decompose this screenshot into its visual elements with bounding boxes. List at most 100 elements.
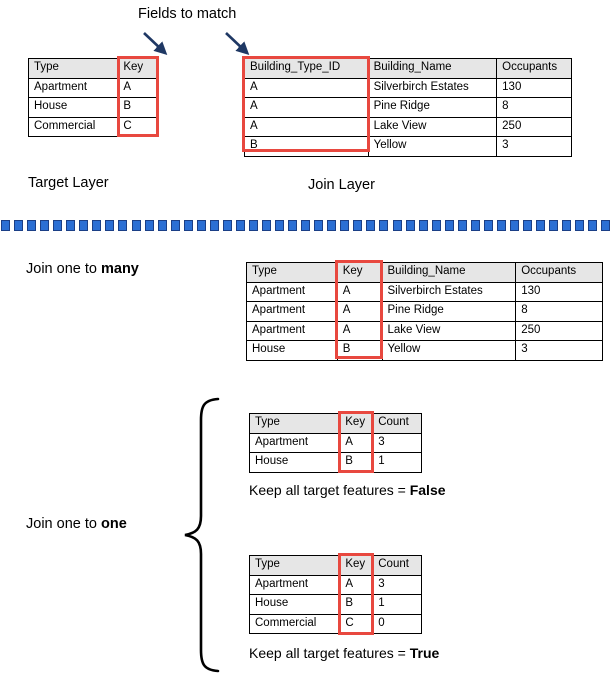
divider-dash <box>470 220 480 231</box>
divider-dash <box>92 220 102 231</box>
divider-dash <box>222 220 232 231</box>
cell-0: Apartment <box>248 432 341 453</box>
cell-3: 8 <box>515 301 603 322</box>
cell-2: 130 <box>496 77 572 98</box>
cell-1: A <box>336 320 383 341</box>
arrow-to-join-key-icon <box>225 32 250 55</box>
cell-0: Commercial <box>27 116 119 137</box>
column-header-2: Count <box>372 555 422 576</box>
cell-0: House <box>27 97 119 118</box>
divider-dash <box>523 220 532 231</box>
keep-all-true-prefix: Keep all target features = <box>249 645 410 661</box>
section-divider <box>0 220 613 231</box>
divider-dash <box>105 220 115 231</box>
divider-dash <box>1 220 10 231</box>
divider-dash <box>40 220 50 231</box>
cell-2: Lake View <box>381 320 517 341</box>
column-header-1: Key <box>117 58 157 79</box>
column-header-0: Building_Type_ID <box>244 58 369 79</box>
cell-1: B <box>339 594 374 615</box>
arrow-to-target-key-icon <box>143 32 168 55</box>
cell-2: 8 <box>496 97 572 118</box>
divider-dash <box>262 220 271 231</box>
join-one-to-many-label: Join one to many <box>26 262 139 277</box>
cell-1: A <box>336 281 383 302</box>
cell-2: 3 <box>496 136 572 157</box>
divider-dash <box>431 220 441 231</box>
cell-1: A <box>117 77 157 98</box>
divider-dash <box>288 220 298 231</box>
divider-dash <box>496 220 506 231</box>
column-header-2: Occupants <box>496 58 572 79</box>
cell-2: Pine Ridge <box>381 301 517 322</box>
cell-2: 3 <box>372 574 422 595</box>
divider-dash <box>536 220 546 231</box>
cell-1: Yellow <box>367 136 498 157</box>
join-one-to-many-prefix: Join one to <box>26 261 101 277</box>
target-layer-caption: Target Layer <box>28 175 109 191</box>
column-header-3: Occupants <box>515 262 603 283</box>
divider-dash <box>118 220 128 231</box>
divider-dash <box>601 220 611 231</box>
cell-2: 0 <box>372 613 422 634</box>
column-header-0: Type <box>248 555 341 576</box>
column-header-1: Key <box>339 413 374 434</box>
divider-dash <box>575 220 585 231</box>
divider-dash <box>301 220 311 231</box>
divider-dash <box>209 220 219 231</box>
cell-2: 3 <box>372 432 422 453</box>
join-layer-caption: Join Layer <box>308 177 375 193</box>
divider-dash <box>549 220 559 231</box>
cell-0: Apartment <box>27 77 119 98</box>
divider-dash <box>196 220 206 231</box>
divider-dash <box>248 220 258 231</box>
divider-dash <box>314 220 324 231</box>
column-header-2: Building_Name <box>381 262 517 283</box>
column-header-1: Key <box>339 555 374 576</box>
cell-0: A <box>244 97 369 118</box>
divider-dash <box>418 220 428 231</box>
keep-all-false-value: False <box>409 482 446 498</box>
cell-0: House <box>246 340 338 361</box>
one-to-one-brace-icon <box>184 397 220 673</box>
cell-0: A <box>244 77 369 98</box>
cell-0: Apartment <box>246 281 338 302</box>
divider-dash <box>392 220 402 231</box>
cell-1: C <box>117 116 157 137</box>
cell-0: Apartment <box>248 574 341 595</box>
divider-dash <box>144 220 154 231</box>
divider-dash <box>275 220 285 231</box>
cell-1: B <box>117 97 157 118</box>
cell-2: 1 <box>372 452 422 473</box>
cell-0: Apartment <box>246 320 338 341</box>
divider-dash <box>379 220 389 231</box>
divider-dash <box>366 220 376 231</box>
join-one-to-one-prefix: Join one to <box>26 516 101 532</box>
keep-all-true-label: Keep all target features = True <box>249 646 439 660</box>
cell-1: B <box>339 452 374 473</box>
column-header-0: Type <box>248 413 341 434</box>
divider-dash <box>66 220 76 231</box>
divider-dash <box>131 220 141 231</box>
divider-dash <box>170 220 180 231</box>
